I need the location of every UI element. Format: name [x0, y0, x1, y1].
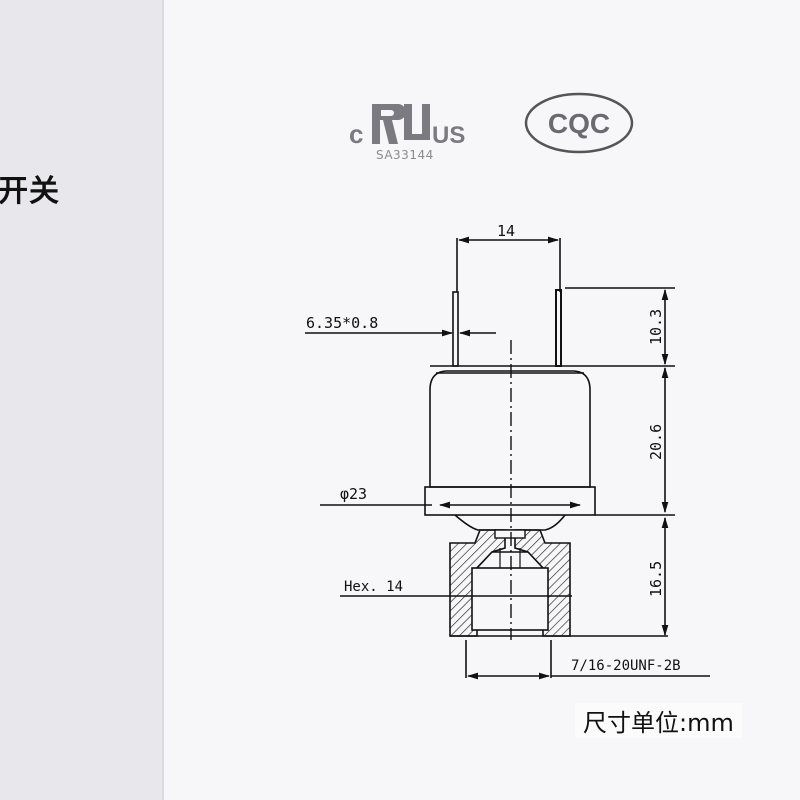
- dim-thread: 7/16-20UNF-2B: [571, 658, 681, 674]
- spec-drawing-panel: [164, 0, 800, 800]
- ul-certification-mark: c US: [349, 104, 465, 149]
- ul-us-letters: US: [432, 122, 465, 149]
- left-panel: 开关: [0, 0, 164, 800]
- dim-body-height: 20.6: [647, 424, 665, 460]
- dim-hex-size: Hex. 14: [344, 579, 403, 595]
- dim-fitting-height: 16.5: [647, 561, 665, 597]
- hex-fitting: [449, 529, 571, 637]
- cqc-label: CQC: [548, 108, 610, 139]
- dim-pin-spacing: 14: [497, 222, 515, 240]
- dim-body-diameter: φ23: [340, 485, 367, 503]
- ul-file-number: SA33144: [376, 148, 434, 162]
- dim-pin-size: 6.35*0.8: [306, 314, 378, 332]
- cqc-certification-mark: CQC: [524, 92, 634, 154]
- ul-c-letter: c: [349, 119, 363, 149]
- dim-pin-height: 10.3: [647, 309, 665, 345]
- units-label: 尺寸单位:mm: [575, 703, 742, 738]
- product-title-fragment: 开关: [0, 174, 60, 209]
